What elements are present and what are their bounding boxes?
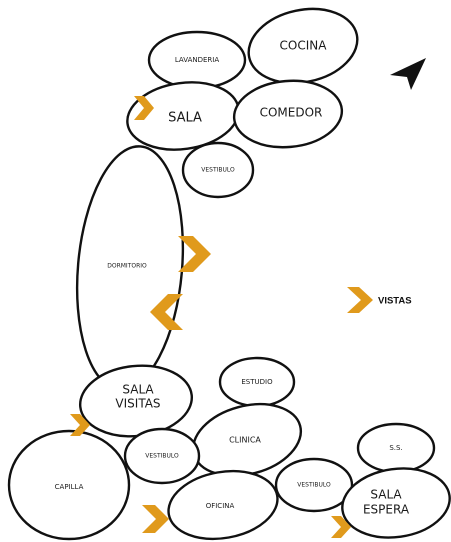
chevron-right-icon: [134, 96, 154, 120]
bubble-cocina: COCINA: [247, 7, 359, 85]
legend-vistas: VISTAS: [347, 287, 412, 313]
label-sala: SALA: [168, 111, 202, 126]
legend-vistas-label: VISTAS: [378, 296, 412, 307]
chevron-right-icon: [347, 287, 373, 313]
label-vestibulo-middle: VESTIBULO: [145, 453, 179, 460]
bubble-vestibulo-top: VESTIBULO: [181, 141, 255, 199]
label-dormitorio: DORMITORIO: [107, 263, 147, 270]
label-sala-espera-line2: ESPERA: [363, 503, 410, 517]
chevron-right-icon: [142, 505, 169, 533]
chevron-right-icon: [70, 414, 90, 436]
bubble-vestibulo-right: VESTIBULO: [274, 457, 354, 513]
bubble-vestibulo-middle: VESTIBULO: [123, 427, 201, 485]
label-sala-espera-line1: SALA: [370, 488, 402, 502]
label-estudio: ESTUDIO: [241, 378, 273, 386]
label-comedor: COMEDOR: [260, 106, 323, 120]
bubble-sala: SALA: [126, 81, 240, 151]
label-vestibulo-right: VESTIBULO: [297, 482, 331, 489]
bubble-capilla: CAPILLA: [7, 429, 131, 541]
label-oficina: OFICINA: [206, 502, 235, 510]
bubble-dormitorio: DORMITORIO: [75, 145, 185, 391]
label-lavanderia: LAVANDERIA: [175, 56, 220, 64]
bubble-comedor: COMEDOR: [232, 79, 344, 149]
label-sala-visitas-line1: SALA: [122, 383, 154, 397]
label-vestibulo-top: VESTIBULO: [201, 167, 235, 174]
label-capilla: CAPILLA: [55, 483, 84, 491]
bubble-sala-visitas: SALA VISITAS: [78, 364, 194, 438]
label-ss: S.S.: [389, 444, 402, 452]
chevron-left-icon: [150, 294, 183, 330]
bubble-lavanderia: LAVANDERIA: [147, 30, 247, 90]
chevron-right-icon: [178, 236, 211, 272]
label-clinica: CLINICA: [229, 436, 261, 445]
bubble-ss: S.S.: [356, 422, 436, 474]
label-sala-visitas-line2: VISITAS: [115, 397, 160, 411]
bubble-sala-espera: SALA ESPERA: [341, 467, 451, 539]
bubble-estudio: ESTUDIO: [218, 356, 296, 408]
north-arrow-icon: [390, 58, 426, 90]
label-cocina: COCINA: [280, 39, 328, 53]
bubble-oficina: OFICINA: [167, 469, 279, 541]
chevron-right-icon: [331, 516, 351, 538]
